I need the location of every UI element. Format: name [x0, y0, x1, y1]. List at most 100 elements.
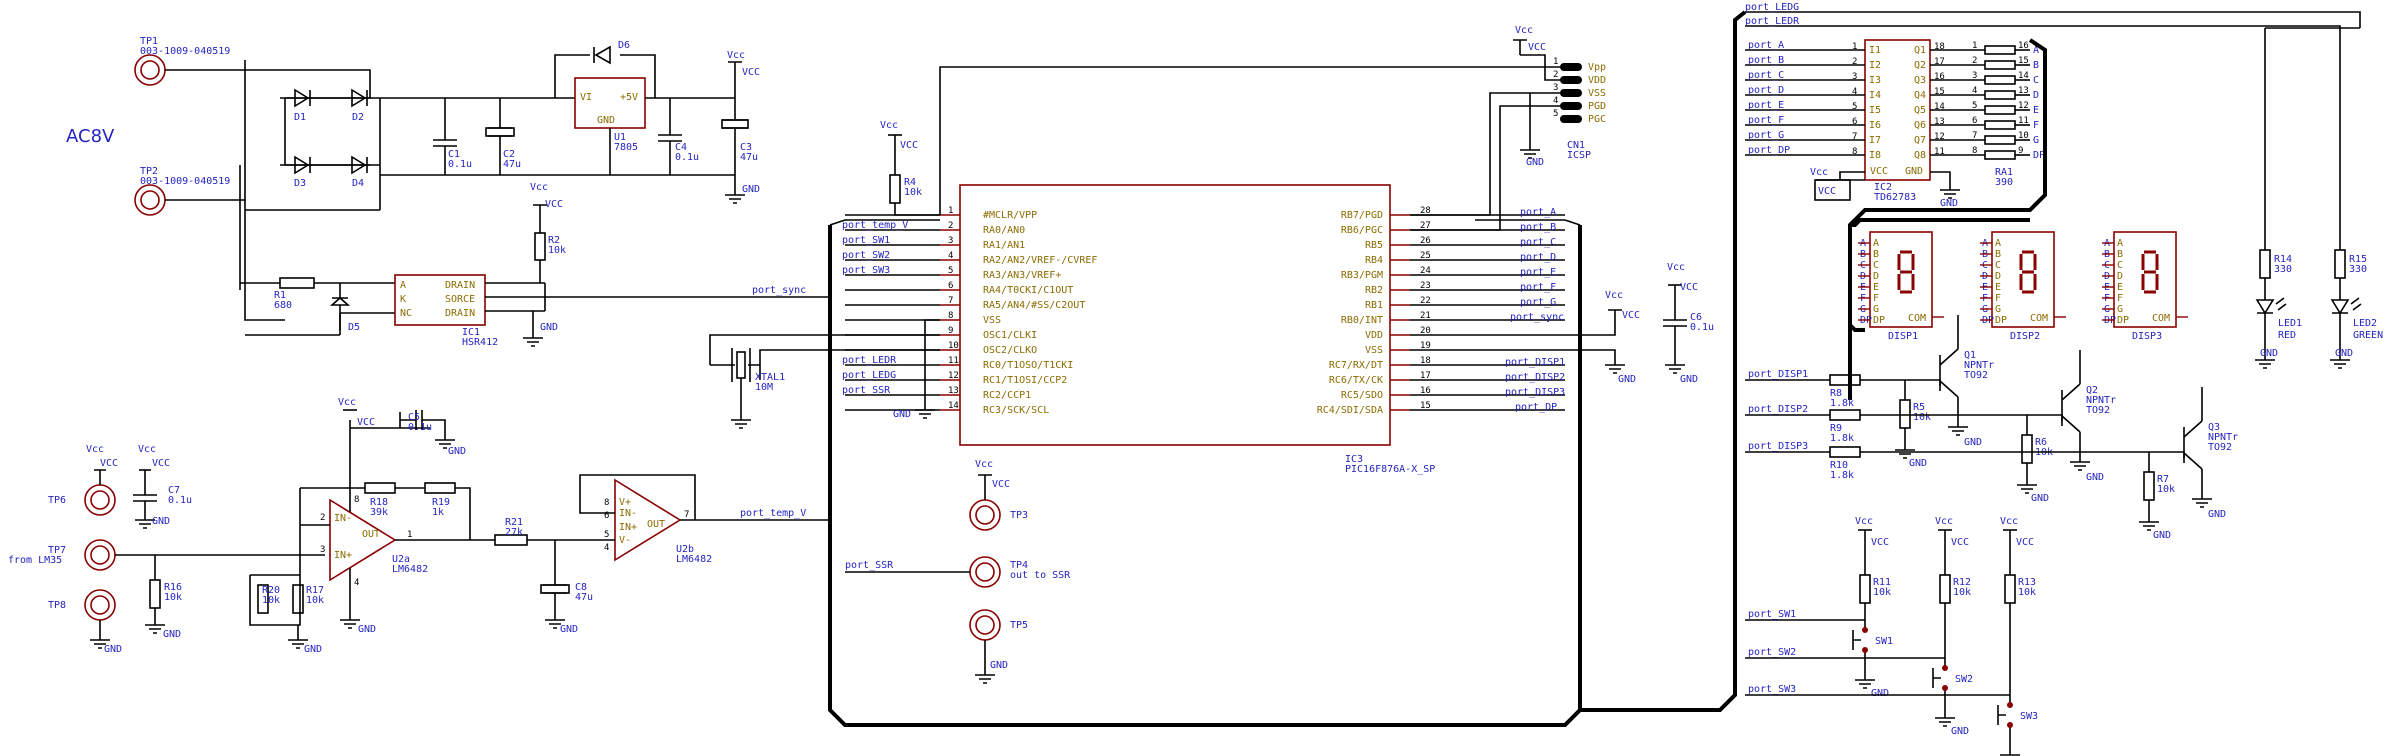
driver-pulldown-resistor — [1899, 399, 1911, 429]
switch-symbol — [1852, 620, 1875, 689]
ic3-left-pin-name: RC2/CCP1 — [983, 390, 1031, 401]
ra1-seg-letter: E — [2033, 105, 2039, 116]
u2a-gnd-label: GND — [358, 624, 376, 635]
r18-ref: R18 — [370, 497, 388, 508]
display-seg-pin: A — [1995, 238, 2001, 249]
ic2-ref: IC2 — [1874, 182, 1892, 193]
u1-val: 7805 — [614, 142, 638, 153]
xtal1-plates — [731, 348, 751, 382]
ic1-pin-nc: NC — [400, 308, 412, 319]
ic3-right-pin-name: RB1 — [1365, 300, 1383, 311]
ic3-vss-wire — [1410, 349, 1625, 374]
driver-base-resistor — [1829, 446, 1861, 458]
driver-transistor-gnd: GND — [2208, 509, 2226, 520]
gnd-ic1 — [523, 311, 543, 347]
cn1-pin — [1560, 63, 1582, 71]
u2b-pin8: 8 — [604, 498, 609, 508]
ic2-in-pin: I2 — [1869, 60, 1881, 71]
display-seg-pin: G — [1873, 304, 1879, 315]
r18-body — [364, 482, 396, 494]
driver-base-wire — [1860, 379, 1941, 386]
u2b-in-plus: IN+ — [619, 522, 637, 533]
u1-vi: VI — [580, 92, 592, 103]
ra1-left-number: 5 — [1972, 101, 1977, 111]
mcu-bus-frame — [828, 225, 1582, 727]
vcc-c7-label2: VCC — [152, 458, 170, 469]
u2b-opamp — [614, 478, 682, 562]
gnd-ic3-vss — [915, 319, 940, 419]
r4-val: 10k — [904, 187, 922, 198]
ra1-right-number: 16 — [2018, 41, 2029, 51]
driver-port-label: port_DISP2 — [1748, 404, 1808, 415]
cn1-pin-number: 5 — [1553, 109, 1558, 119]
ra1-seg-letter: DP — [2033, 150, 2045, 161]
tp8-ref: TP8 — [48, 600, 66, 611]
driver-pulldown-ref: R6 — [2035, 437, 2047, 448]
ra1-right-number: 14 — [2018, 71, 2029, 81]
ic3-right-pin-number: 28 — [1420, 206, 1431, 216]
r14-body — [2259, 249, 2271, 279]
tp5-ref: TP5 — [1010, 620, 1028, 631]
tp2-terminal-inner — [140, 190, 160, 210]
ic2-out-number: 12 — [1934, 132, 1945, 142]
port-sw1-left: port_SW1 — [842, 235, 890, 246]
ic3-left-pin-number: 12 — [948, 371, 959, 381]
gnd-tp5 — [975, 640, 995, 684]
c5-val: 0.1u — [408, 422, 432, 433]
switch-symbol — [1997, 695, 2020, 756]
ic2-in-number: 5 — [1852, 102, 1857, 112]
driver-base-resistor — [1829, 409, 1861, 421]
u2a-ref: U2a — [392, 554, 410, 565]
r21-val: 27k — [505, 527, 523, 538]
ic2-in-port-label: port_C — [1748, 70, 1784, 81]
port-c-right: port_C — [1520, 237, 1556, 248]
port-sw2-left: port_SW2 — [842, 250, 890, 261]
r19-ref: R19 — [432, 497, 450, 508]
ic3-right-pin-name: RB7/PGD — [1341, 210, 1383, 221]
switch-ref: SW3 — [2020, 711, 2038, 722]
ic3-left-pin-number: 5 — [948, 266, 953, 276]
gnd-c3-label: GND — [742, 184, 760, 195]
u2a-vcc-label2: VCC — [357, 417, 375, 428]
gnd-tp8-label: GND — [104, 644, 122, 655]
ic2-in-port-label: port_G — [1748, 130, 1784, 141]
d4-label: D4 — [352, 178, 364, 189]
display-seg-pin: G — [2117, 304, 2123, 315]
vcc-c7-label: Vcc — [138, 444, 156, 455]
switch-pullup-ref: R13 — [2018, 577, 2036, 588]
u2a-pin3: 3 — [320, 545, 325, 555]
gnd-ic2-label: GND — [1940, 198, 1958, 209]
ic1-source: SORCE — [445, 294, 475, 305]
ra1-left-number: 7 — [1972, 131, 1977, 141]
driver-transistor — [2183, 387, 2212, 508]
display-bus-top — [1848, 218, 2030, 332]
r21-ref: R21 — [505, 517, 523, 528]
driver-transistor-val: NPNTr — [2086, 395, 2116, 406]
gnd-ic3r-label: GND — [1618, 374, 1636, 385]
tp8-terminal-inner — [90, 595, 110, 615]
switch-contact — [1942, 685, 1948, 691]
gnd-tp8 — [90, 620, 110, 649]
driver-pulldown-val: 10k — [1913, 412, 1931, 423]
ic3-right-pin-number: 17 — [1420, 371, 1431, 381]
ra1-right-number: 9 — [2018, 146, 2023, 156]
icsp-vdd-wire — [1520, 54, 1560, 81]
gnd-c6 — [1665, 364, 1685, 374]
led2-ref: LED2 — [2353, 318, 2377, 329]
ic3-left-pin-name: RA4/T0CKI/C1OUT — [983, 285, 1073, 296]
u2b-pin5: 5 — [604, 530, 609, 540]
u1-vo: +5V — [620, 92, 638, 103]
ic3-right-pin-name: RB0/INT — [1341, 315, 1383, 326]
driver-base-resistor-val: 1.8k — [1830, 398, 1854, 409]
icsp-wires — [1410, 92, 1560, 231]
led2-symbol — [2330, 299, 2350, 360]
u2a-vcc-wire — [349, 412, 430, 512]
u2b-pin7: 7 — [684, 510, 689, 520]
ic2-out-pin: Q5 — [1914, 105, 1926, 116]
ic1-drain2: DRAIN — [445, 308, 475, 319]
u2b-wires — [579, 474, 830, 541]
driver-pulldown-wire — [2017, 415, 2037, 494]
display-seg-pin: DP — [1995, 315, 2007, 326]
switch-pullup-resistor — [2004, 574, 2016, 604]
